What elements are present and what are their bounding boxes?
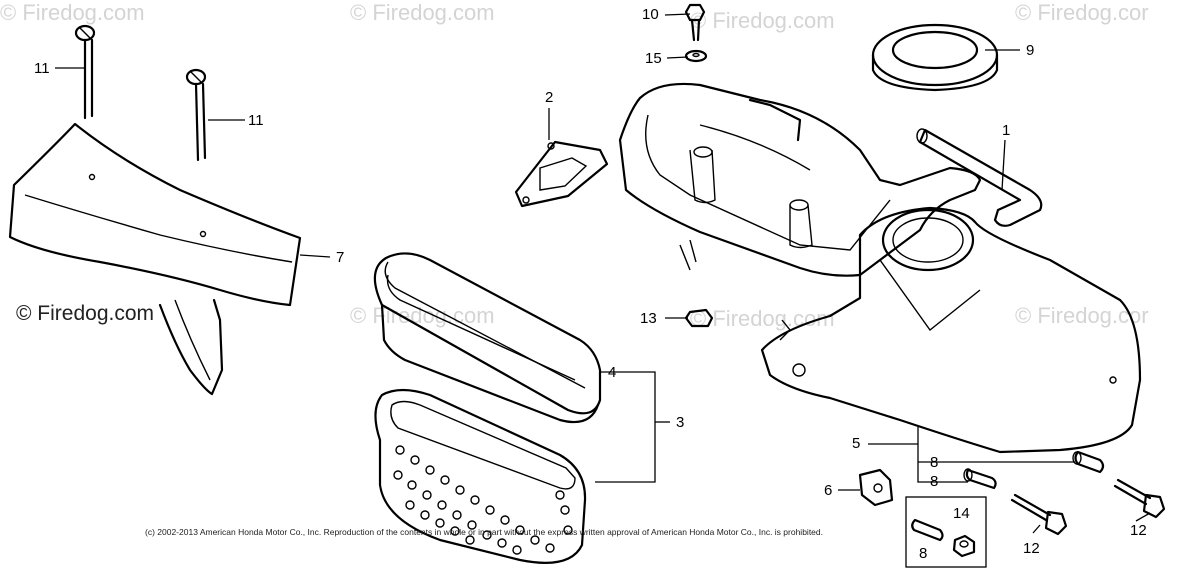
watermark: © Firedog.cor	[1015, 0, 1149, 25]
callout-8-b: 8	[930, 473, 939, 490]
watermark: © Firedog.com	[690, 306, 835, 331]
callout-13: 13	[640, 310, 657, 327]
callout-5: 5	[852, 435, 861, 452]
watermark: © Firedog.com	[350, 0, 495, 25]
bolt-12-b	[1113, 478, 1166, 519]
bolt-12-a	[1010, 493, 1068, 536]
collar-8-c	[911, 518, 944, 542]
breather-tube-1	[916, 128, 1043, 227]
air-cleaner-case	[618, 82, 1142, 454]
nut-14	[952, 534, 976, 558]
leader-lines	[55, 13, 1151, 568]
gasket-2	[514, 140, 609, 208]
cover-plate-7	[8, 122, 302, 396]
element-outer-4	[373, 252, 602, 424]
callout-2: 2	[545, 89, 554, 106]
grommet-13	[684, 308, 714, 328]
washer-15	[684, 49, 708, 63]
callout-7: 7	[336, 249, 345, 266]
callout-9: 9	[1026, 42, 1035, 59]
callout-1: 1	[1002, 122, 1011, 139]
callout-8-a: 8	[930, 454, 939, 471]
watermark: © Firedog.com	[0, 0, 145, 25]
air-filter-element-3	[374, 388, 587, 564]
callout-8-c: 8	[919, 545, 928, 562]
watermark: © Firedog.com	[350, 303, 495, 328]
watermark-dark: © Firedog.com	[16, 302, 155, 325]
callout-10: 10	[642, 6, 659, 23]
callout-15: 15	[645, 50, 662, 67]
callout-11-center: 11	[248, 112, 264, 129]
callout-6: 6	[824, 482, 833, 499]
collar-8-a	[963, 468, 997, 490]
callout-4: 4	[608, 364, 617, 381]
screw-11-center	[185, 68, 207, 162]
seal-ring-9	[871, 23, 999, 92]
callout-11-left: 11	[34, 60, 50, 77]
watermark: © Firedog.com	[690, 8, 835, 33]
bolt-10	[684, 3, 706, 42]
callout-12-b: 12	[1130, 522, 1147, 539]
callout-12-a: 12	[1023, 540, 1040, 557]
collar-8-b	[1072, 450, 1105, 474]
callout-14: 14	[953, 505, 970, 522]
clip-6	[858, 468, 894, 507]
callout-3: 3	[676, 414, 685, 431]
screw-11-left	[74, 24, 96, 120]
copyright-notice: (c) 2002-2013 American Honda Motor Co., …	[145, 527, 823, 537]
